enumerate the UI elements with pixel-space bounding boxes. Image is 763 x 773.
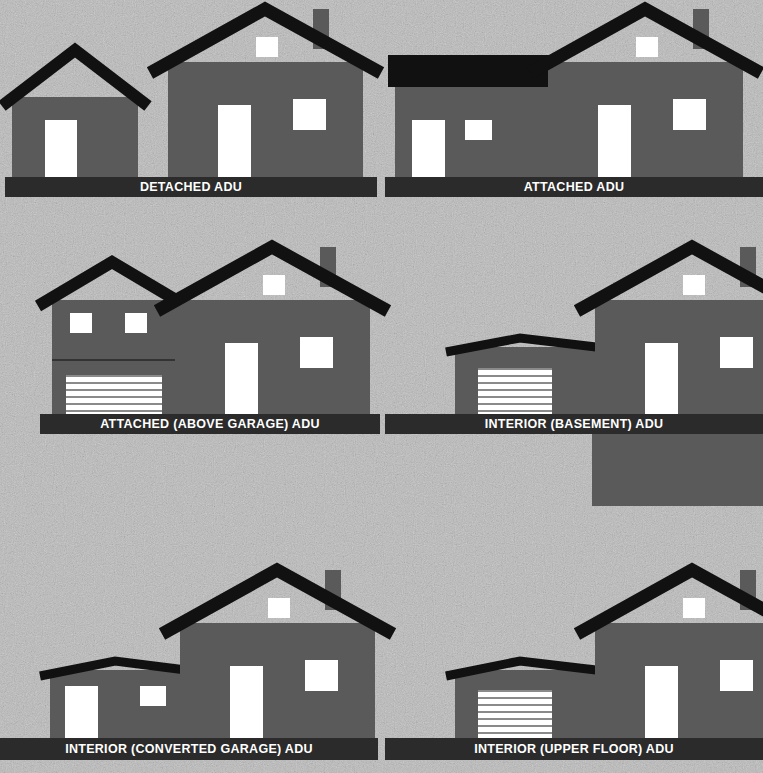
label-band: INTERIOR (CONVERTED GARAGE) ADU — [0, 738, 378, 760]
label-band: ATTACHED ADU — [385, 177, 763, 197]
band-label: INTERIOR (UPPER FLOOR) ADU — [474, 743, 674, 756]
band-label: ATTACHED ADU — [524, 181, 625, 194]
basement-block — [592, 433, 763, 506]
band-label: ATTACHED (ABOVE GARAGE) ADU — [100, 418, 320, 431]
band-label: DETACHED ADU — [140, 181, 242, 194]
upper-floor-adu-drawing — [446, 570, 763, 738]
above-garage-adu-drawing — [38, 247, 388, 415]
detached-adu-drawing — [2, 9, 381, 177]
band-label: INTERIOR (CONVERTED GARAGE) ADU — [65, 743, 313, 756]
band-label: INTERIOR (BASEMENT) ADU — [485, 418, 664, 431]
converted-garage-adu-drawing — [40, 570, 393, 738]
basement-adu-drawing — [446, 247, 763, 506]
attached-adu-drawing — [388, 9, 761, 177]
label-band: INTERIOR (BASEMENT) ADU — [385, 414, 763, 434]
label-band: INTERIOR (UPPER FLOOR) ADU — [385, 738, 763, 760]
label-band: DETACHED ADU — [5, 177, 377, 197]
label-band: ATTACHED (ABOVE GARAGE) ADU — [40, 414, 380, 434]
